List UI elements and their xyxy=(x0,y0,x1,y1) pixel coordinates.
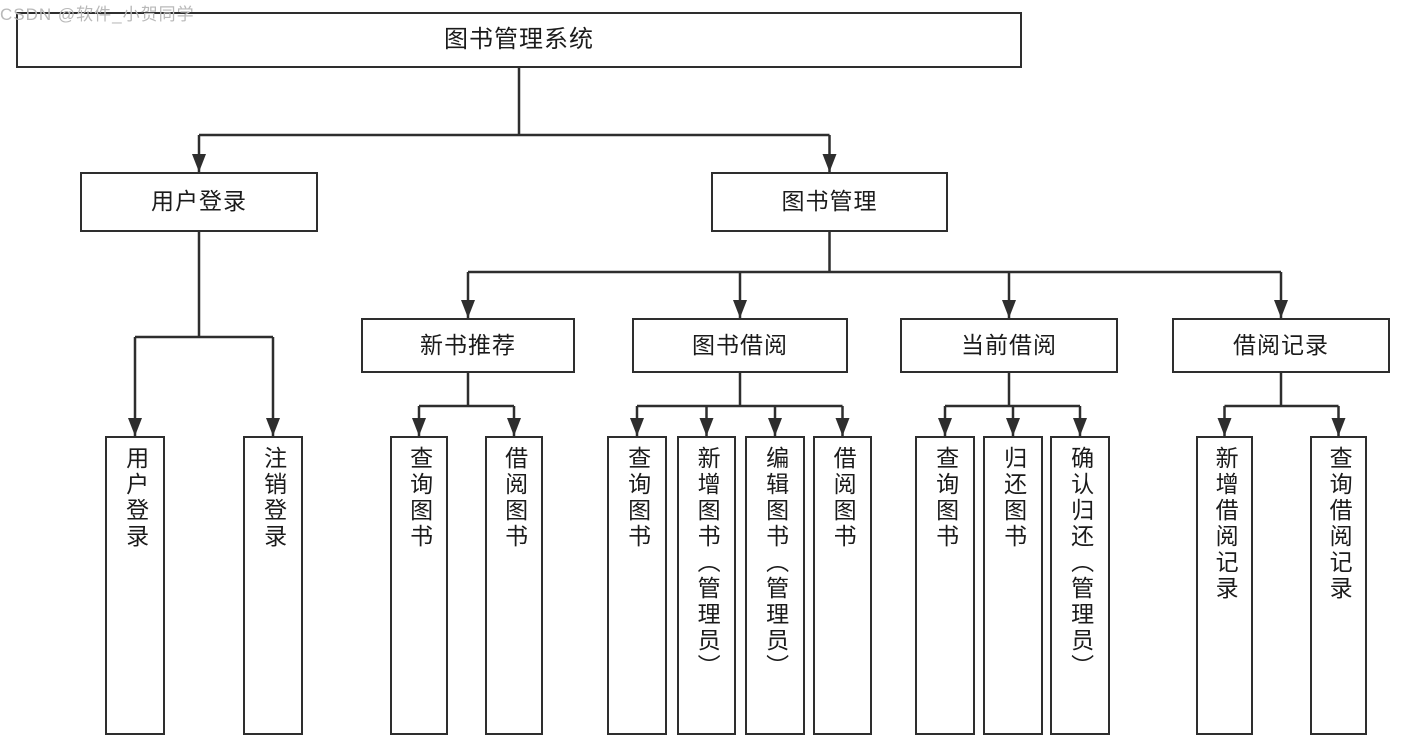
node-leaf-nb-query: 查询图书 xyxy=(390,436,448,735)
arrow-head-icon-leaf-cur-confirm xyxy=(1073,418,1087,436)
node-leaf-logout: 注销登录 xyxy=(243,436,303,735)
node-leaf-bw-edit: 编辑图书（管理员） xyxy=(745,436,805,735)
node-bookmgmt: 图书管理 xyxy=(711,172,948,232)
node-leaf-rec-query: 查询借阅记录 xyxy=(1310,436,1367,735)
arrow-head-icon-newbook xyxy=(461,300,475,318)
node-root: 图书管理系统 xyxy=(16,12,1022,68)
arrow-head-icon-current xyxy=(1002,300,1016,318)
node-leaf-bw-lend: 借阅图书 xyxy=(813,436,872,735)
arrow-head-icon-records xyxy=(1274,300,1288,318)
arrow-head-icon-login xyxy=(192,154,206,172)
node-newbook: 新书推荐 xyxy=(361,318,575,373)
node-records: 借阅记录 xyxy=(1172,318,1390,373)
arrow-head-icon-leaf-cur-return xyxy=(1006,418,1020,436)
arrow-head-icon-leaf-bw-edit xyxy=(768,418,782,436)
arrow-head-icon-leaf-bw-query xyxy=(630,418,644,436)
node-borrow: 图书借阅 xyxy=(632,318,848,373)
arrow-head-icon-leaf-rec-query xyxy=(1331,418,1346,436)
node-current: 当前借阅 xyxy=(900,318,1118,373)
arrow-head-icon-leaf-logout xyxy=(266,418,280,436)
node-leaf-cur-return: 归还图书 xyxy=(983,436,1043,735)
watermark-text: CSDN @软件_小贺同学 xyxy=(0,5,195,24)
arrow-head-icon-leaf-nb-query xyxy=(412,418,426,436)
node-leaf-nb-borrow: 借阅图书 xyxy=(485,436,543,735)
node-login: 用户登录 xyxy=(80,172,318,232)
node-leaf-login: 用户登录 xyxy=(105,436,165,735)
arrow-head-icon-bookmgmt xyxy=(822,154,837,172)
arrow-head-icon-borrow xyxy=(733,300,747,318)
node-leaf-cur-confirm: 确认归还（管理员） xyxy=(1050,436,1110,735)
arrow-head-icon-leaf-bw-add xyxy=(699,418,714,436)
arrow-head-icon-leaf-rec-add xyxy=(1217,418,1232,436)
node-leaf-rec-add: 新增借阅记录 xyxy=(1196,436,1253,735)
node-leaf-bw-query: 查询图书 xyxy=(607,436,667,735)
arrow-head-icon-leaf-bw-lend xyxy=(835,418,850,436)
arrow-head-icon-leaf-nb-borrow xyxy=(507,418,521,436)
node-leaf-cur-query: 查询图书 xyxy=(915,436,975,735)
arrow-head-icon-leaf-login xyxy=(128,418,142,436)
arrow-head-icon-leaf-cur-query xyxy=(938,418,952,436)
node-leaf-bw-add: 新增图书（管理员） xyxy=(677,436,736,735)
